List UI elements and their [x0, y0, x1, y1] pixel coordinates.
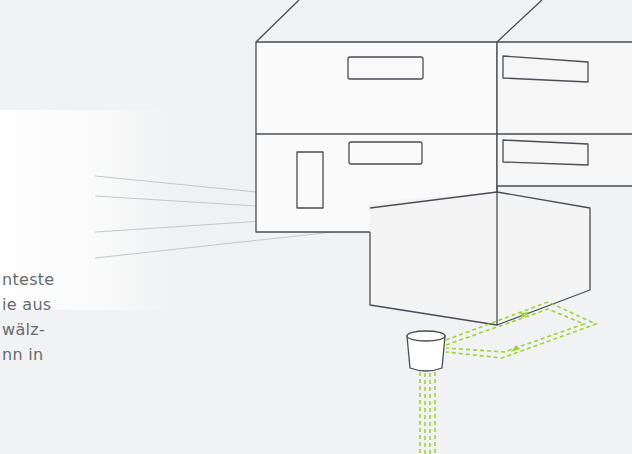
- house-outline: [256, 0, 632, 325]
- paragraph-line: ie aus: [2, 295, 51, 315]
- text-panel: [0, 110, 170, 310]
- geothermal-probe: [420, 372, 435, 454]
- paragraph-line: wälz-: [2, 320, 45, 340]
- paragraph-line: nteste: [2, 270, 55, 290]
- flow-arrows: [511, 312, 529, 352]
- probe-head: [407, 331, 445, 371]
- paragraph-line: nn in: [2, 345, 43, 365]
- collector-loop: [446, 302, 596, 358]
